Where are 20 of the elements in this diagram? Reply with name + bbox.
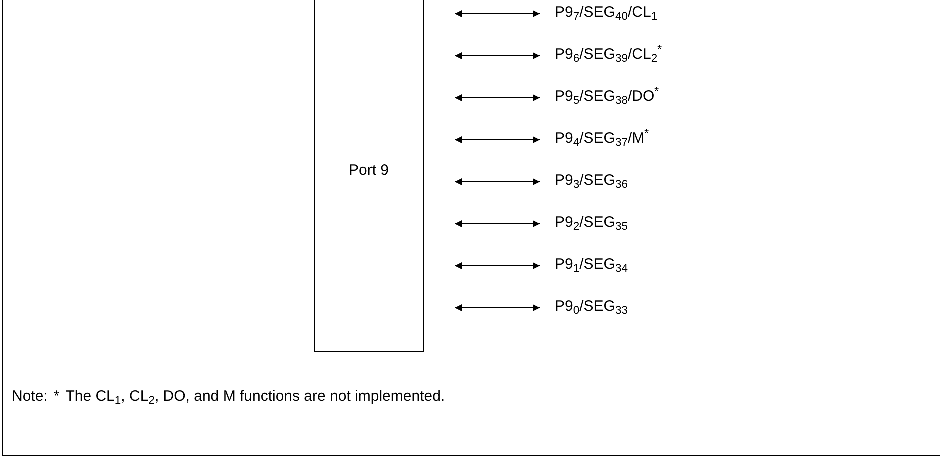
port-label: Port 9 [348,160,390,181]
pin-label: P9$_{2}$/SEG$_{35}$ [555,214,628,232]
double-arrow [454,262,540,270]
port-box [314,0,424,352]
note-text: The CL$_{1}$, CL$_{2}$, DO, and M functions are not implemented. [66,387,446,408]
pin-label: P9$_{3}$/SEG$_{36}$ [555,172,628,190]
double-arrow [454,94,540,102]
pin-label: P9$_{0}$/SEG$_{33}$ [555,298,628,316]
pin-label: P9$_{4}$/SEG$_{37}$/M$^{*}$ [555,130,650,148]
double-arrow [454,178,540,186]
double-arrow [454,220,540,228]
pin-label: P9$_{5}$/SEG$_{38}$/DO$^{*}$ [555,88,660,106]
pin-label: P9$_{1}$/SEG$_{34}$ [555,256,628,274]
double-arrow [454,10,540,18]
double-arrow [454,52,540,60]
pin-label: P9$_{7}$/SEG$_{40}$/CL$_{1}$ [555,4,658,22]
double-arrow [454,136,540,144]
footnote-mark: * [54,387,60,407]
note-heading: Note: [12,387,48,407]
double-arrow [454,304,540,312]
